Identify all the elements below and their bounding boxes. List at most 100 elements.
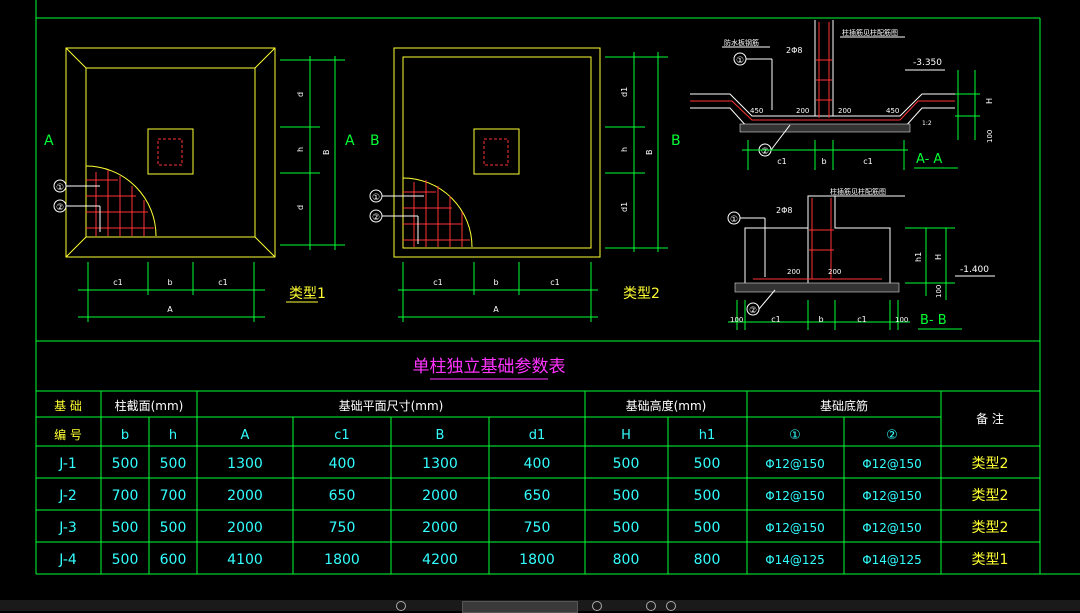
table-cell: 800 [694,552,721,568]
table-row-id: J-4 [58,552,77,568]
table-cell: 500 [613,520,640,536]
sectionB-dim-b: b [818,315,823,324]
table-subheader: h [169,428,177,443]
plan2-dim-d1-top: d1 [620,87,629,97]
table-cell: Φ14@125 [862,553,922,567]
table-cell: 1300 [227,456,263,472]
plan1-rebar-grid [86,170,154,236]
sectionA-dim-c1-right: c1 [863,157,873,166]
status-toggle-icon[interactable] [592,601,602,611]
plan2-dim-h: h [620,147,629,152]
table-cell: 4100 [227,552,263,568]
table-cell: 500 [160,456,187,472]
table-cell: 500 [160,520,187,536]
plan-type1: ① ② A A d h d B c1 b c1 A 类型1 [44,47,355,322]
sectionA-dim-100: 100 [986,130,994,143]
sectionA-dim-450-right: 450 [886,107,899,115]
table-cell: 500 [112,456,139,472]
command-input[interactable] [462,601,578,613]
table-cell: 2000 [227,520,263,536]
header-bottom-rebar: 基础底筋 [820,398,868,413]
table-cell: 2000 [422,488,458,504]
table-cell: 600 [160,552,187,568]
table-cell: 类型2 [972,456,1009,472]
sectionA-dim-b: b [821,157,826,166]
plan2-section-label-right: B [671,133,681,149]
header-height: 基础高度(mm) [626,398,707,413]
sectionA-note-right: 柱插筋见柱配筋图 [842,28,898,37]
sectionA-dim-200-right: 200 [838,107,851,115]
table-title: 单柱独立基础参数表 [413,357,566,377]
plan2-callout-2: ② [372,213,380,223]
sectionB-dim-H: H [934,254,943,260]
sectionB-title: B- B [920,313,947,328]
section-a-a: ① ② 防水板钢筋 柱插筋见柱配筋图 2Φ8 -3.350 450 200 20… [690,20,994,170]
section-b-b: ① ② 柱插筋见柱配筋图 2Φ8 -1.400 200 200 100 c1 b… [727,187,995,330]
status-toggle-icon[interactable] [666,601,676,611]
table-cell: Φ12@150 [765,457,825,471]
table-cell: 类型2 [972,488,1009,504]
sectionA-dim-450-left: 450 [750,107,763,115]
sectionA-rebar-note: 2Φ8 [786,46,802,55]
sectionB-elevation: -1.400 [960,265,989,275]
plan2-type-label: 类型2 [623,286,660,302]
table-cell: 700 [112,488,139,504]
sectionB-note-right: 柱插筋见柱配筋图 [830,187,886,196]
plan1-dim-c1-left: c1 [113,278,123,287]
plan1-dim-b: b [167,278,172,287]
sectionB-dim-c1-right: c1 [857,315,867,324]
sectionB-dim-100-right: 100 [895,316,908,324]
sectionB-callout-2: ② [749,306,757,316]
status-toggle-icon[interactable] [646,601,656,611]
table-cell: Φ12@150 [862,457,922,471]
plan1-dim-h: h [296,147,305,152]
sectionB-dim-h1: h1 [914,252,923,262]
sectionA-dim-200-left: 200 [796,107,809,115]
sectionA-dim-H: H [985,98,994,104]
table-subheader: B [436,428,445,443]
drawing-frame [35,0,1080,575]
table-cell: 2000 [227,488,263,504]
table-cell: 400 [524,456,551,472]
table-subheader: H [621,428,631,443]
sectionB-callout-1: ① [730,215,738,225]
table-cell: Φ12@150 [862,521,922,535]
table-subheader: d1 [529,428,546,443]
table-cell: Φ14@125 [765,553,825,567]
table-row-id: J-2 [58,488,77,504]
plan1-callout-1: ① [56,183,64,193]
table-cell: 500 [694,520,721,536]
sectionB-dim-200-right: 200 [828,268,841,276]
header-remark: 备 注 [976,411,1004,426]
sectionB-dim-200-left: 200 [787,268,800,276]
table-subheader: b [121,428,129,443]
table-subheader: A [241,428,250,443]
sectionB-dim-100: 100 [935,285,943,298]
table-cell: Φ12@150 [862,489,922,503]
table-cell: 1800 [519,552,555,568]
table-cell: 500 [694,488,721,504]
plan2-dim-d1-bottom: d1 [620,202,629,212]
header-column-section: 柱截面(mm) [115,398,184,413]
plan-type2: ① ② B B d1 h d1 B c1 b c1 A 类型2 [369,47,681,322]
plan1-dim-c1-right: c1 [218,278,228,287]
sectionA-dim-c1-left: c1 [777,157,787,166]
table-cell: Φ12@150 [765,521,825,535]
plan2-callout-1: ① [372,193,380,203]
table-subheader: ② [886,428,898,443]
table-cell: 1800 [324,552,360,568]
table-cell: 1300 [422,456,458,472]
plan2-dim-B: B [645,150,654,156]
table-cell: 650 [329,488,356,504]
table-cell: 4200 [422,552,458,568]
table-row-id: J-3 [58,520,77,536]
table-cell: 800 [613,552,640,568]
table-cell: 500 [112,552,139,568]
plan2-dim-A: A [493,305,499,314]
status-icon[interactable] [396,601,406,611]
table-subheader: h1 [699,428,716,443]
table-cell: 750 [329,520,356,536]
sectionB-dim-c1-left: c1 [771,315,781,324]
sectionA-callout-2: ② [761,147,769,157]
